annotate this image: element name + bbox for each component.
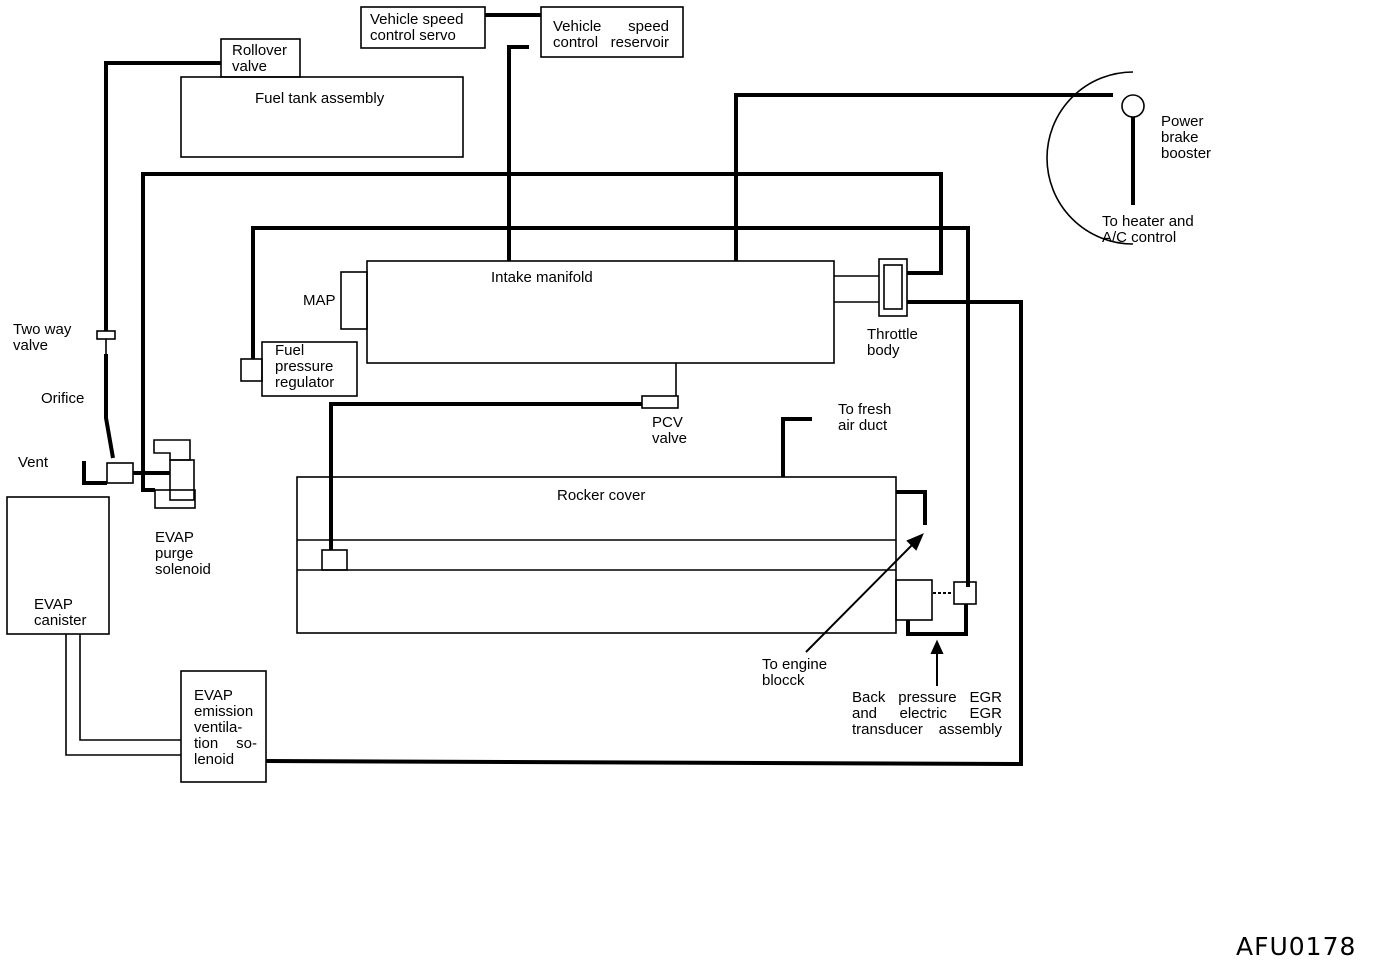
fuel-tank-box: [180, 76, 464, 158]
hose-egr-loop: [906, 604, 968, 636]
engine-block-label: To engine blocck: [762, 656, 828, 689]
egr-valve-box: [895, 579, 933, 621]
purge-solenoid-base: [154, 489, 196, 509]
egr-transducer-box: [953, 581, 977, 605]
rocker-cover-box: [296, 476, 897, 634]
rollover-valve-label: Rollover valve: [232, 42, 288, 75]
hose-fresh-air: [781, 417, 812, 477]
evap-emission-label: EVAP emission ventila- tion so- lenoid: [194, 687, 257, 768]
intake-manifold-label: Intake manifold: [491, 269, 593, 286]
egr-assembly-arrowhead: [930, 639, 944, 654]
rocker-port-box: [321, 549, 348, 571]
hose-rocker-elbow: [896, 490, 927, 525]
hose-twoway-orifice: [104, 354, 115, 459]
fuel-regulator-label: Fuel pressure regulator: [275, 342, 335, 391]
hose-vent: [82, 461, 107, 485]
egr-assembly-label: Back pressure EGR and electric EGR trans…: [852, 689, 1002, 738]
power-brake-booster-label: Power brake booster: [1161, 113, 1212, 162]
intake-manifold-box: [366, 260, 835, 364]
fuel-regulator-stub: [240, 358, 263, 382]
figure-code: AFU0178: [1236, 932, 1357, 961]
orifice-box: [106, 462, 134, 484]
power-brake-booster-valve: [1121, 94, 1145, 118]
map-label: MAP: [303, 292, 336, 309]
pcv-tee-box: [641, 395, 679, 409]
evap-purge-label: EVAP purge solenoid: [155, 529, 211, 578]
fresh-air-label: To fresh air duct: [838, 401, 892, 434]
evap-canister-box: [6, 496, 110, 635]
hose-purge-manifold-loop: [141, 172, 943, 492]
vent-label: Vent: [18, 454, 49, 471]
pcv-valve-label: PCV valve: [652, 414, 688, 447]
speed-reservoir-label: Vehicle speed control reservoir: [553, 18, 669, 51]
evap-canister-label: EVAP canister: [34, 596, 87, 629]
heater-ac-label: To heater and A/C control: [1102, 213, 1194, 246]
fuel-tank-label: Fuel tank assembly: [255, 90, 385, 107]
hose-brake-booster: [734, 93, 1113, 261]
map-sensor-box: [340, 271, 368, 330]
hose-rollover-twoway: [104, 61, 221, 331]
canister-hose-outer: [65, 634, 181, 756]
throttle-body-label: Throttle body: [867, 326, 918, 359]
throttle-body-inner: [883, 264, 903, 310]
throttle-body-box: [878, 258, 908, 317]
rocker-cover-label: Rocker cover: [557, 487, 646, 504]
hose-regulator-manifold: [251, 226, 970, 587]
speed-reservoir-box: [540, 6, 684, 58]
two-way-valve-label: Two way valve: [13, 321, 72, 354]
orifice-label: Orifice: [41, 390, 85, 407]
speed-servo-label: Vehicle speed control servo: [370, 11, 464, 44]
canister-hose-inner: [79, 634, 181, 741]
power-brake-booster-arc: [1046, 71, 1134, 245]
speed-servo-box: [360, 6, 486, 49]
hose-reservoir-manifold: [507, 45, 529, 261]
purge-solenoid-top: [153, 439, 191, 461]
purge-solenoid-body: [169, 459, 195, 501]
engine-block-arrowhead: [906, 533, 924, 551]
engine-block-arrow: [805, 539, 918, 653]
hose-pcv: [329, 402, 642, 550]
two-way-valve-shape: [96, 330, 116, 340]
hose-emission-throttle: [265, 300, 1023, 767]
evap-emission-solenoid-box: [180, 670, 267, 783]
